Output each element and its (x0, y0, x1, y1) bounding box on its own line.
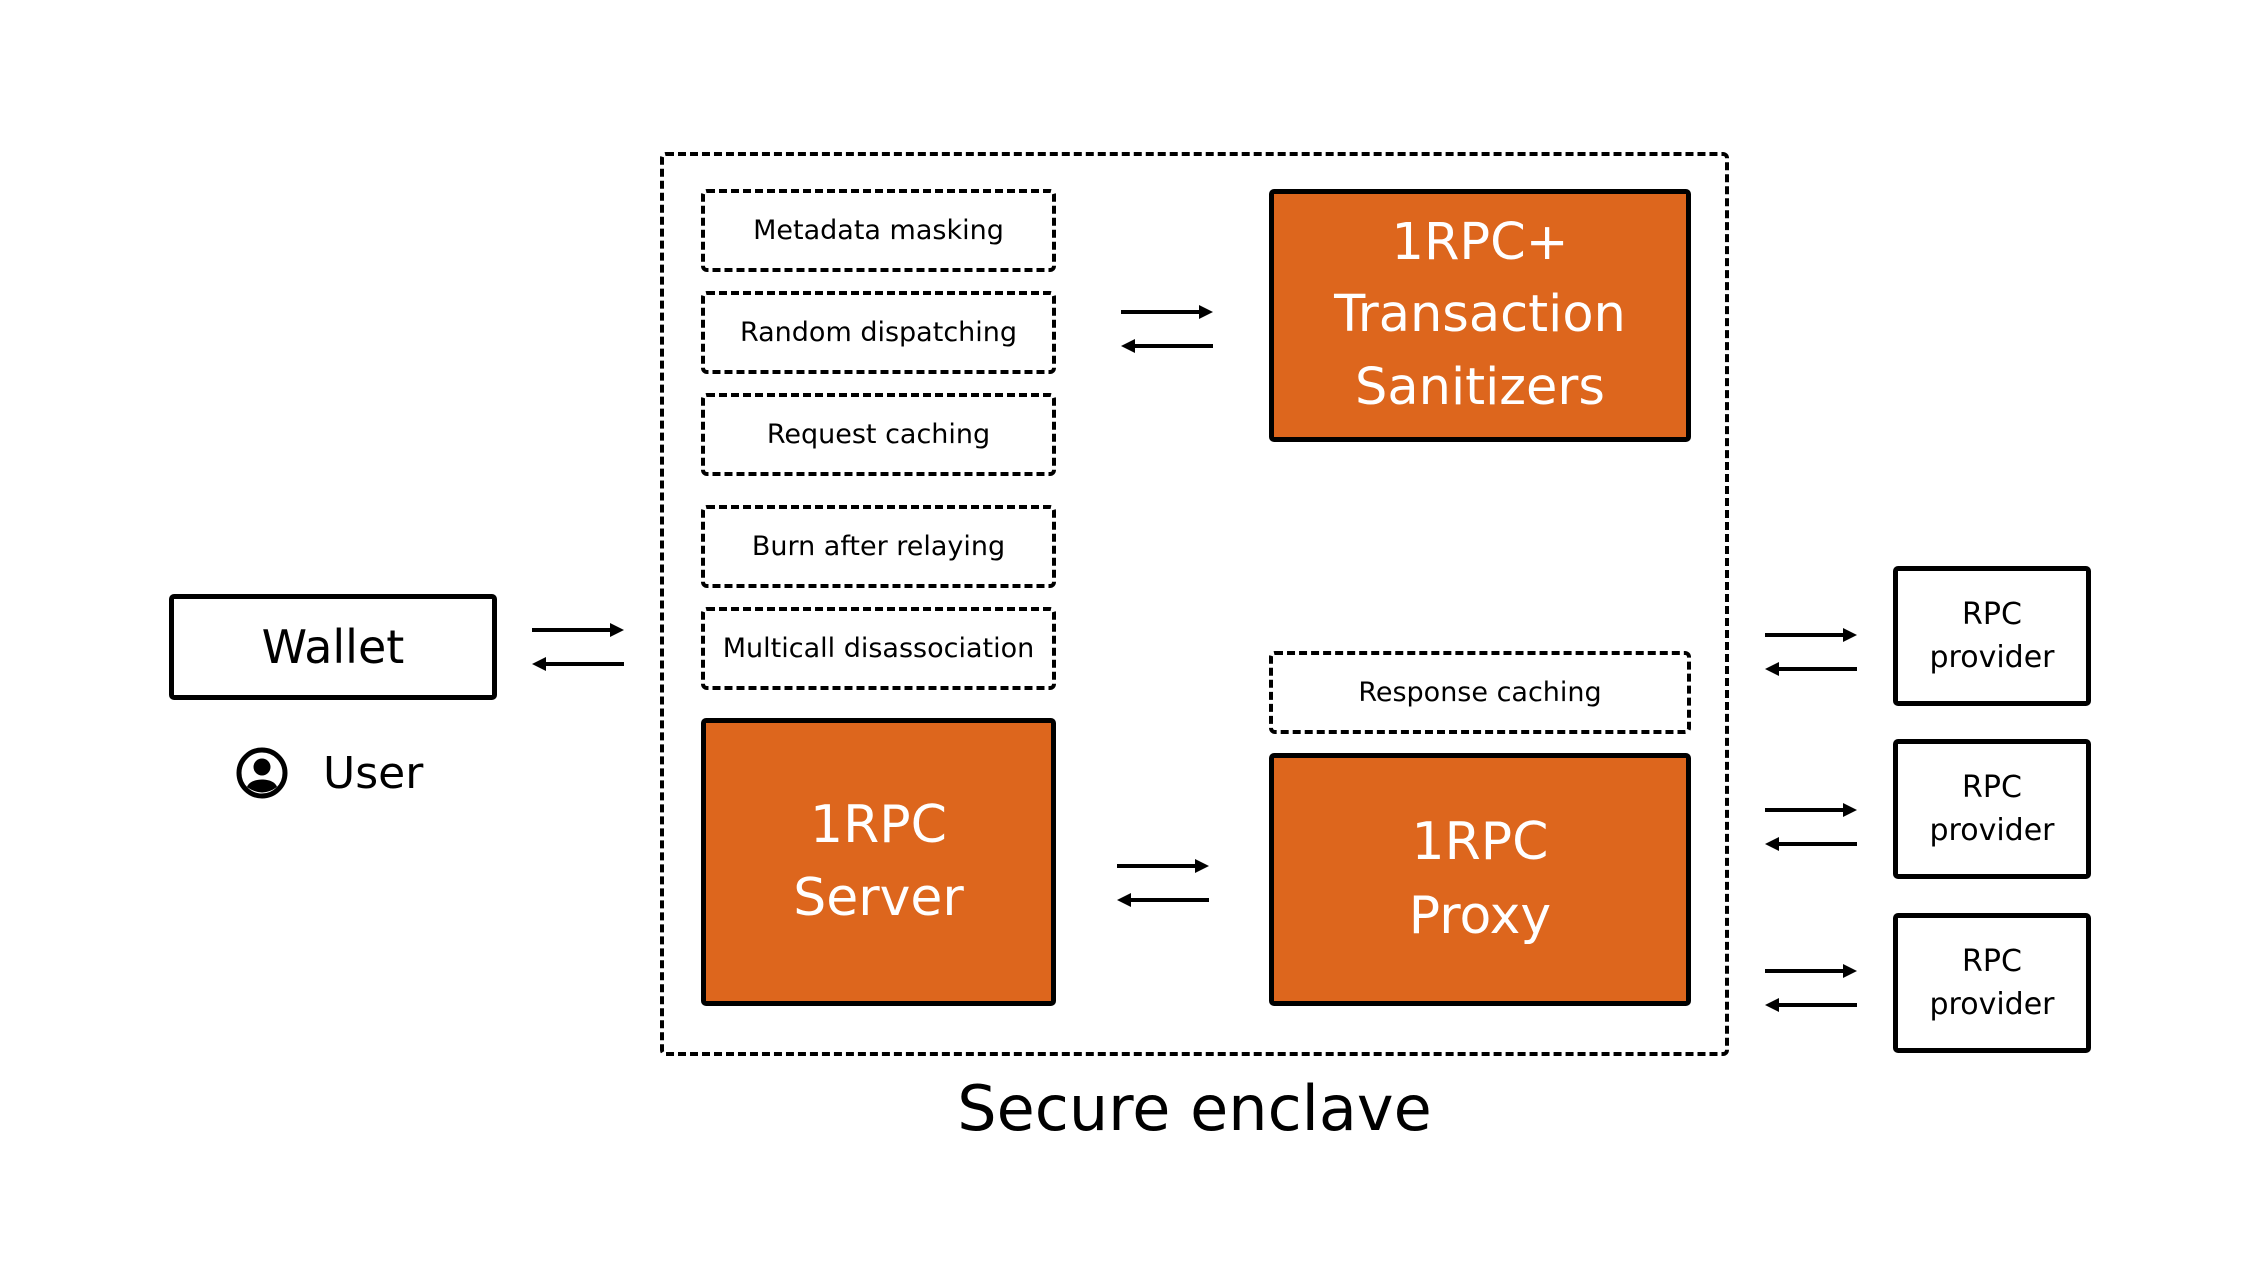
response-caching-label: Response caching (1358, 677, 1602, 708)
proxy-provider-arrows-1 (1765, 627, 1859, 678)
burn-after-relaying-box: Burn after relaying (701, 505, 1056, 588)
rpc-provider-box: RPC provider (1893, 566, 2091, 706)
transaction-sanitizers-label: 1RPC+ Transaction Sanitizers (1334, 212, 1626, 417)
rpc-server-label: 1RPC Server (793, 795, 964, 928)
wallet-box: Wallet (169, 594, 497, 700)
proxy-provider-arrows-2 (1765, 802, 1859, 853)
secure-enclave-boundary (660, 152, 1729, 1056)
rpc-provider-label: RPC provider (1929, 596, 2055, 676)
metadata-masking-box: Metadata masking (701, 189, 1056, 272)
wallet-label: Wallet (261, 620, 405, 674)
rpc-provider-label: RPC provider (1929, 769, 2055, 849)
random-dispatching-label: Random dispatching (739, 317, 1018, 348)
metadata-masking-label: Metadata masking (753, 215, 1004, 246)
random-dispatching-box: Random dispatching (701, 291, 1056, 374)
rpc-provider-box: RPC provider (1893, 739, 2091, 879)
response-caching-box: Response caching (1269, 651, 1691, 734)
rpc-proxy-label: 1RPC Proxy (1408, 811, 1552, 946)
burn-after-relaying-label: Burn after relaying (751, 531, 1006, 562)
transaction-sanitizers-box: 1RPC+ Transaction Sanitizers (1269, 189, 1691, 442)
rpc-proxy-box: 1RPC Proxy (1269, 753, 1691, 1006)
user-label: User (323, 747, 424, 799)
user-badge: User (235, 745, 423, 801)
multicall-disassociation-box: Multicall disassociation (701, 607, 1056, 690)
rpc-provider-box: RPC provider (1893, 913, 2091, 1053)
proxy-provider-arrows-3 (1765, 963, 1859, 1014)
server-proxy-arrows (1117, 858, 1211, 909)
rpc-provider-label: RPC provider (1929, 943, 2055, 1023)
user-circle-icon (236, 747, 288, 799)
wallet-enclave-arrows (532, 622, 626, 673)
rpc-server-box: 1RPC Server (701, 718, 1056, 1006)
multicall-disassociation-label: Multicall disassociation (722, 633, 1035, 664)
request-caching-label: Request caching (766, 419, 991, 450)
request-caching-box: Request caching (701, 393, 1056, 476)
features-sanitizers-arrows (1121, 304, 1215, 355)
secure-enclave-label: Secure enclave (957, 1072, 1432, 1145)
